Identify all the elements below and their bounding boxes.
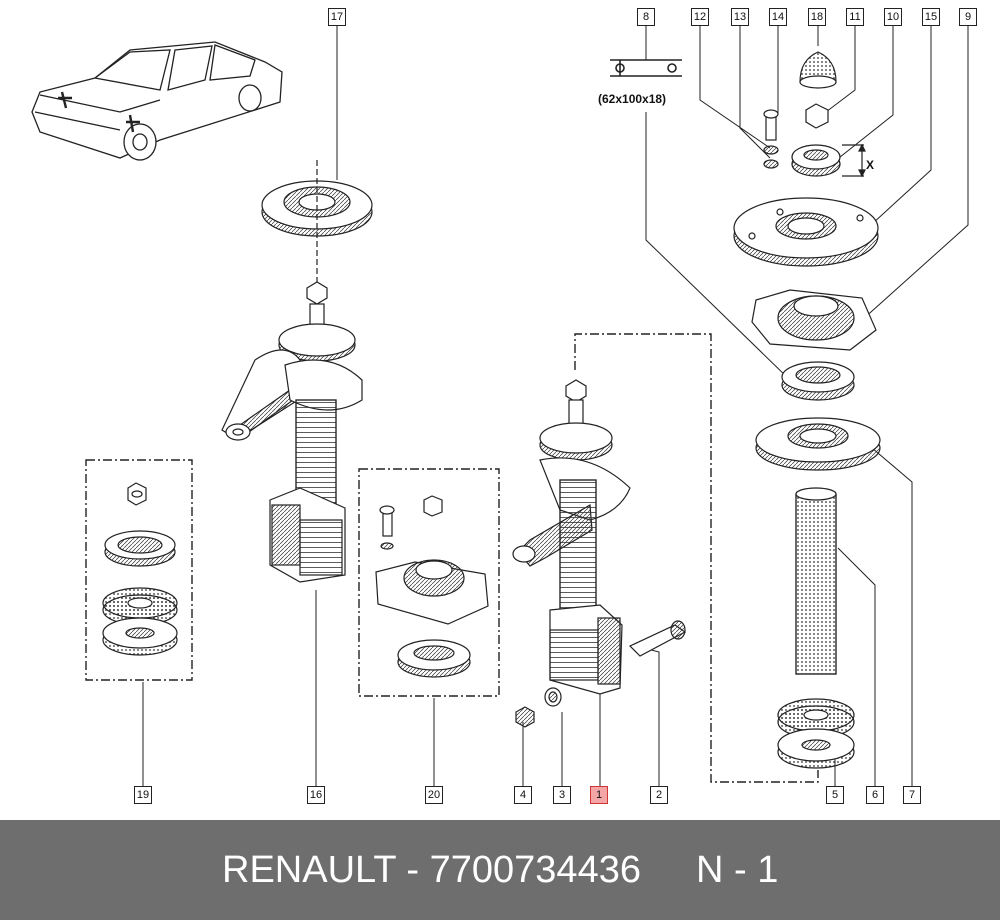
part-number-footer: RENAULT - 7700734436 N - 1 [0, 820, 1000, 920]
part-label-20[interactable]: 20 [425, 786, 443, 804]
part-label-1-highlighted[interactable]: 1 [590, 786, 608, 804]
top-mount-stack [733, 51, 881, 769]
leader-lines [142, 24, 969, 803]
part-label-9[interactable]: 9 [959, 8, 977, 26]
shock-absorber-1 [512, 379, 687, 728]
mount-kit-20 [375, 495, 489, 678]
part-label-18[interactable]: 18 [808, 8, 826, 26]
part-label-14[interactable]: 14 [769, 8, 787, 26]
bearing-dimension-text: (62x100x18) [598, 92, 667, 106]
bearing-kit-19 [102, 482, 178, 656]
part-label-13[interactable]: 13 [731, 8, 749, 26]
part-label-16[interactable]: 16 [307, 786, 325, 804]
part-label-10[interactable]: 10 [884, 8, 902, 26]
part-code-text: RENAULT - 7700734436 [222, 849, 641, 891]
part-label-3[interactable]: 3 [553, 786, 571, 804]
x-dimension-label: X [866, 158, 875, 172]
strut-assembly-16 [221, 281, 363, 583]
part-label-12[interactable]: 12 [691, 8, 709, 26]
part-label-5[interactable]: 5 [826, 786, 844, 804]
part-label-19[interactable]: 19 [134, 786, 152, 804]
bearing-dimension-8 [610, 59, 682, 77]
position-text: N - 1 [696, 849, 779, 891]
exploded-parts-diagram [31, 24, 969, 803]
part-label-11[interactable]: 11 [846, 8, 864, 26]
part-label-8[interactable]: 8 [637, 8, 655, 26]
part-label-7[interactable]: 7 [903, 786, 921, 804]
car-illustration [31, 41, 283, 161]
part-label-4[interactable]: 4 [514, 786, 532, 804]
spring-seat-17 [261, 160, 373, 300]
part-label-15[interactable]: 15 [922, 8, 940, 26]
group-boxes [85, 333, 819, 783]
part-label-17[interactable]: 17 [328, 8, 346, 26]
part-label-2[interactable]: 2 [650, 786, 668, 804]
part-label-6[interactable]: 6 [866, 786, 884, 804]
